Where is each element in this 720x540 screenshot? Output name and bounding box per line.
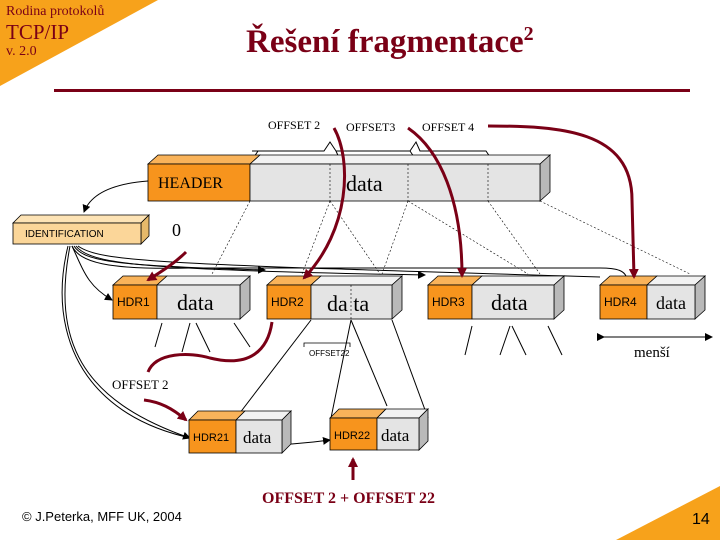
offset2-left-label: OFFSET 2 — [112, 377, 168, 392]
arrow-offset2-to-hdr21 — [143, 398, 188, 422]
arrow-zero-to-hdr1 — [146, 250, 188, 282]
fragment-4-data: data — [656, 293, 686, 313]
header-label: HEADER — [158, 175, 223, 192]
identification-label: IDENTIFICATION — [25, 229, 104, 240]
fragment-3-header: HDR3 — [432, 295, 465, 309]
fragment-3-data: data — [491, 290, 528, 315]
fragment-4-header: HDR4 — [604, 295, 637, 309]
offset-label-3: OFFSET3 — [346, 120, 395, 134]
corner-decoration-top-left — [0, 0, 158, 86]
arrow-offset3-to-hdr3 — [407, 126, 467, 278]
identification-box — [12, 214, 150, 245]
fragment-1-data: data — [177, 290, 214, 315]
footer-copyright: © J.Peterka, MFF UK, 2004 — [22, 509, 182, 524]
course-title: TCP/IP — [6, 20, 70, 44]
fragment-4 — [598, 275, 707, 320]
arrow-fragment2-offset — [146, 321, 274, 373]
subfragment-projection — [235, 319, 429, 419]
brace-offset3-4 — [409, 140, 493, 161]
course-version: v. 2.0 — [6, 44, 37, 59]
fragment-3 — [426, 275, 566, 320]
arrow-offset4-to-hdr4 — [487, 124, 639, 279]
page-number: 14 — [692, 511, 710, 528]
title-underline — [54, 89, 690, 92]
offset22-bracket — [303, 342, 351, 347]
data-box — [249, 163, 541, 202]
original-datagram — [146, 154, 552, 202]
arrow-offset2-to-hdr2 — [302, 127, 347, 280]
projection-lines — [211, 200, 691, 275]
fragment-2-data: da ta — [327, 291, 369, 316]
identification-links — [61, 245, 627, 446]
fragment-1-header: HDR1 — [117, 295, 150, 309]
offset-label-4: OFFSET 4 — [422, 120, 474, 134]
header-to-id-arrow — [82, 180, 149, 213]
course-subtitle: Rodina protokolů — [6, 4, 105, 19]
offset22-label: OFFSET22 — [309, 349, 350, 358]
slide-title-text: Řešení fragmentace — [246, 24, 524, 60]
fragment-cut-marks — [154, 322, 563, 356]
subfragment-21 — [188, 410, 292, 454]
subfragment-22-data: data — [381, 426, 410, 445]
corner-decoration-bottom-right — [616, 486, 720, 540]
fragment-1 — [111, 275, 252, 320]
offset-sum-label: OFFSET 2 + OFFSET 22 — [262, 490, 435, 507]
fragment-2-header: HDR2 — [271, 295, 304, 309]
data-label: data — [346, 171, 383, 196]
offset-arrows — [143, 124, 639, 480]
header-box — [147, 163, 251, 202]
smaller-label: menší — [634, 345, 670, 361]
subfragment-21-header: HDR21 — [193, 432, 229, 444]
slide-title: Řešení fragmentace2 — [246, 24, 534, 61]
subfragment-22-header: HDR22 — [334, 430, 370, 442]
subfragment-21-data: data — [243, 428, 272, 447]
offset-label-2: OFFSET 2 — [268, 118, 320, 132]
subfragment-22 — [329, 408, 429, 451]
slide-title-superscript: 2 — [523, 23, 534, 45]
offset-zero-label: 0 — [172, 220, 181, 240]
